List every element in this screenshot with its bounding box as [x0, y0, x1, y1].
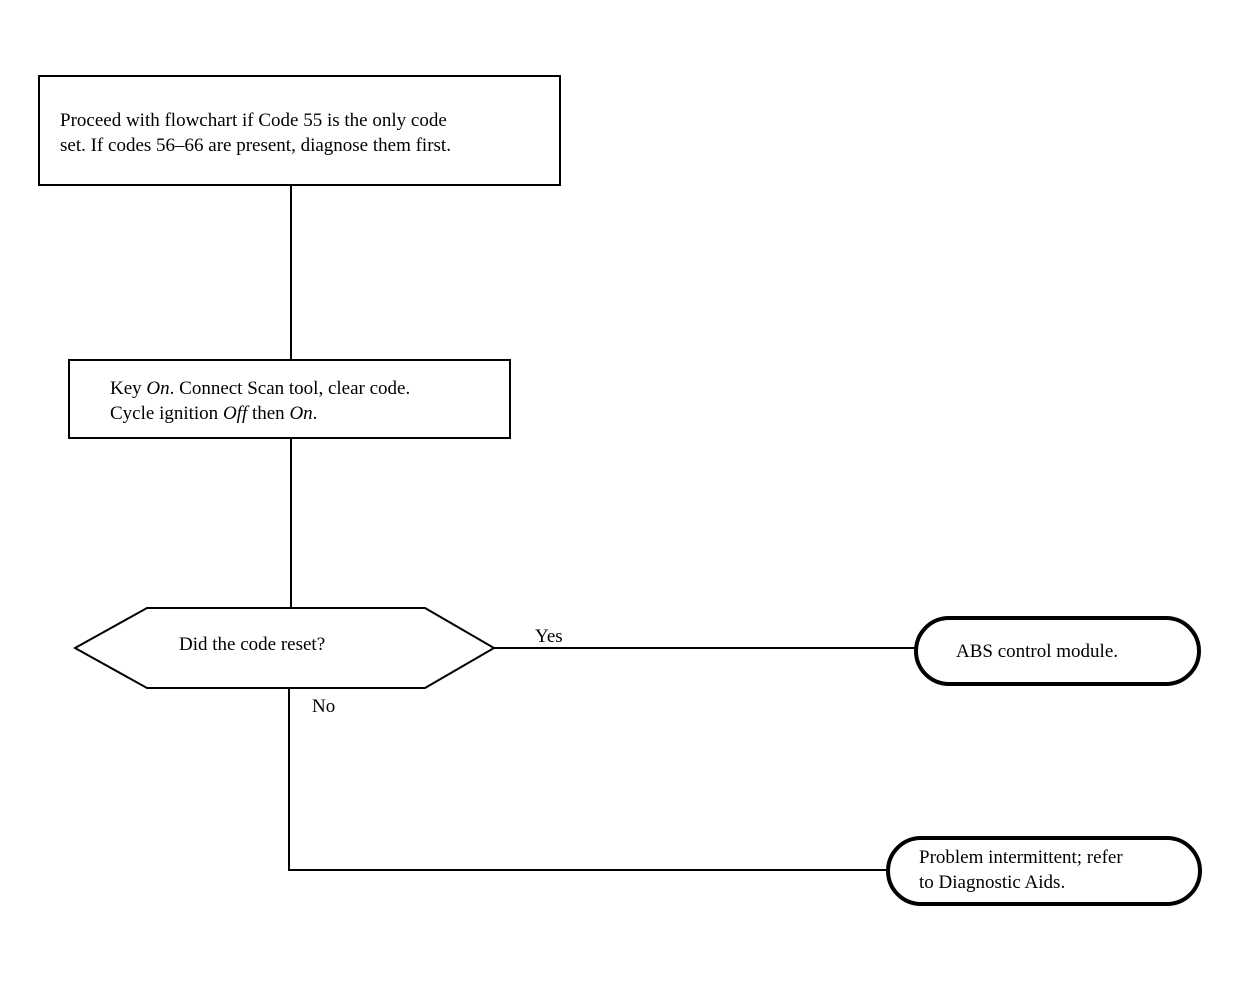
step-box-text: Key On. Connect Scan tool, clear code.Cy… [110, 378, 410, 424]
decision-text: Did the code reset? [179, 634, 325, 655]
step-line-2-run: On [289, 403, 312, 424]
step-line-2-run: then [247, 403, 289, 424]
connector-no [288, 688, 888, 871]
start-line-1-run: Proceed with flowchart if Code 55 is the… [60, 110, 447, 131]
no-terminal [886, 836, 1202, 906]
start-line-2-run: set. If codes 56–66 are present, diagnos… [60, 135, 451, 156]
step-line-2-run: Off [223, 403, 250, 424]
no-end-line-2-run: to Diagnostic Aids. [919, 872, 1065, 893]
step-line-1-run: . Connect Scan tool, clear code. [170, 378, 411, 399]
start-box [38, 75, 561, 186]
yes-terminal-text: ABS control module. [956, 641, 1118, 662]
step-line-1-run: Key [110, 378, 146, 399]
no-end-line-1-run: Problem intermittent; refer [919, 847, 1123, 868]
step-line-2-run: . [313, 403, 318, 424]
step-line-2-run: Cycle ignition [110, 403, 223, 424]
decision-shape [72, 607, 496, 689]
no-terminal-text: Problem intermittent; refer to Diagnostic… [919, 847, 1123, 893]
start-box-text: Proceed with flowchart if Code 55 is the… [60, 110, 451, 156]
yes-label: Yes [535, 626, 563, 647]
step-box [68, 359, 511, 439]
step-line-1-run: On [146, 378, 169, 399]
no-label: No [312, 696, 335, 717]
decision-line-1-run: Did the code reset? [179, 634, 325, 655]
yes-end-line-1-run: ABS control module. [956, 641, 1118, 662]
yes-terminal [914, 616, 1201, 686]
